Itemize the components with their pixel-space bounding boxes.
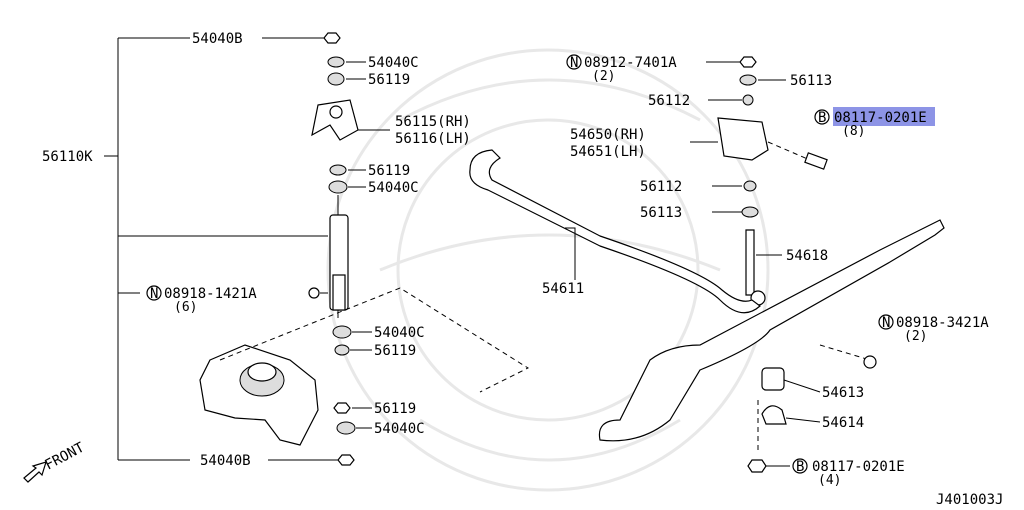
watermark-emblem xyxy=(326,48,770,492)
label-washer-mid[interactable]: 56119 xyxy=(368,163,410,179)
link-bracket xyxy=(717,117,769,161)
label-washer-56113-top[interactable]: 56113 xyxy=(790,73,832,89)
stabilizer-bar xyxy=(469,149,761,314)
washer-lower xyxy=(334,344,350,356)
n-marker-1 xyxy=(146,285,162,301)
crossmember xyxy=(598,219,945,442)
bar-bushing xyxy=(761,367,785,391)
mount-bracket xyxy=(311,99,359,141)
label-bracket-rh[interactable]: 56115(RH) xyxy=(395,114,471,130)
label-nut-n3-qty: (2) xyxy=(904,329,927,344)
label-bar-bushing[interactable]: 54613 xyxy=(822,385,864,401)
n-marker-3-letter: N xyxy=(882,315,890,331)
n-marker-2 xyxy=(566,54,582,70)
bar-clamp xyxy=(761,405,787,425)
top-nut xyxy=(323,32,341,44)
shock-assembly-group xyxy=(104,32,530,466)
label-nut-n1-qty: (6) xyxy=(174,300,197,315)
label-nut-n2[interactable]: 08912-7401A xyxy=(584,55,677,71)
label-bushing-c-lower[interactable]: 54040C xyxy=(374,325,425,341)
label-bushing-56112-top[interactable]: 56112 xyxy=(648,93,690,109)
label-bolt-b1[interactable]: 08117-0201E xyxy=(834,110,927,126)
link-rod xyxy=(745,229,755,296)
b-marker-1 xyxy=(814,109,830,125)
washer-top xyxy=(327,72,345,86)
label-bracket-lh[interactable]: 56116(LH) xyxy=(395,131,471,147)
label-bar-clamp[interactable]: 54614 xyxy=(822,415,864,431)
label-nut-n2-qty: (2) xyxy=(592,69,615,84)
label-bushing-c-mid[interactable]: 54040C xyxy=(368,180,419,196)
bushing-56112-bottom xyxy=(743,180,757,192)
front-label: FRONT xyxy=(42,439,87,473)
label-bushing-56112-bottom[interactable]: 56112 xyxy=(640,179,682,195)
label-stabilizer-bar[interactable]: 54611 xyxy=(542,281,584,297)
bushing-56112-top xyxy=(742,94,754,106)
bushing-c-bottom xyxy=(336,421,356,435)
bolt-b2 xyxy=(747,459,767,473)
b-marker-2-letter: B xyxy=(796,459,804,475)
label-link-bracket-lh[interactable]: 54651(LH) xyxy=(570,144,646,160)
bushing-c-mid xyxy=(328,180,348,194)
b-marker-2 xyxy=(792,458,808,474)
front-arrow xyxy=(23,461,47,483)
n-marker-2-letter: N xyxy=(570,55,578,71)
part-highlight xyxy=(833,107,935,126)
label-bolt-b1-qty: (8) xyxy=(842,124,865,139)
washer-bottom xyxy=(333,402,351,414)
label-bushing-c-bottom[interactable]: 54040C xyxy=(374,421,425,437)
label-link-rod[interactable]: 54618 xyxy=(786,248,828,264)
diagram-code: J401003J xyxy=(936,492,1003,508)
bottom-nut xyxy=(337,454,355,466)
label-nut-n1[interactable]: 08918-1421A xyxy=(164,286,257,302)
washer-56113-top xyxy=(739,74,757,86)
n-marker-1-letter: N xyxy=(150,286,158,302)
label-link-bracket-rh[interactable]: 54650(RH) xyxy=(570,127,646,143)
label-washer-lower[interactable]: 56119 xyxy=(374,343,416,359)
label-nut-n3[interactable]: 08918-3421A xyxy=(896,315,989,331)
washer-56113-bottom xyxy=(741,206,759,218)
label-bolt-b2-qty: (4) xyxy=(818,473,841,488)
label-top-bolt[interactable]: 54040B xyxy=(192,31,243,47)
label-bushing-c-top[interactable]: 54040C xyxy=(368,55,419,71)
label-bottom-bolt[interactable]: 54040B xyxy=(200,453,251,469)
label-washer-top[interactable]: 56119 xyxy=(368,72,410,88)
label-washer-56113-bottom[interactable]: 56113 xyxy=(640,205,682,221)
washer-mid xyxy=(329,164,347,176)
bushing-c-top xyxy=(327,56,345,68)
nut-n2 xyxy=(739,56,757,68)
n-marker-3 xyxy=(878,314,894,330)
b-marker-1-letter: B xyxy=(818,110,826,126)
nut-n3 xyxy=(863,355,877,369)
bushing-c-lower xyxy=(332,325,352,339)
label-shock-assembly[interactable]: 56110K xyxy=(42,149,93,165)
label-bolt-b2[interactable]: 08117-0201E xyxy=(812,459,905,475)
stabilizer-group xyxy=(469,56,945,473)
bolt-b1 xyxy=(804,152,828,170)
label-washer-bottom[interactable]: 56119 xyxy=(374,401,416,417)
